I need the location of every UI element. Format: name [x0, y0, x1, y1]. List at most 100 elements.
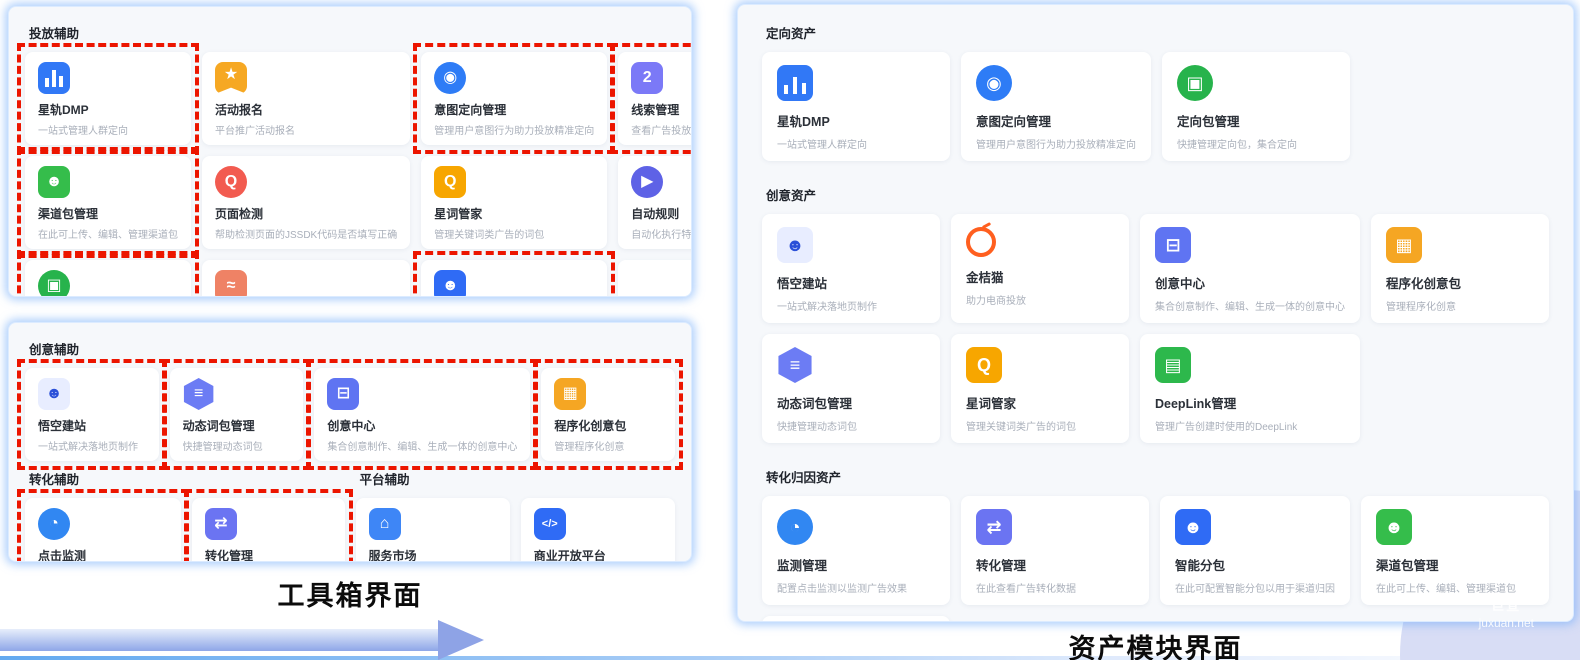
card-service-market[interactable]: ⌂服务市场在此探索更多产品	[355, 498, 510, 561]
card-title: 星轨DMP	[38, 103, 89, 117]
card-click-monitoring[interactable]: ◔点击监测配置点击监测以监测广告效果	[17, 489, 189, 562]
card-smart-packaging[interactable]: ☻智能分包在此可配置智能分包以用于渠道归因	[1160, 496, 1350, 605]
card-diagnosis[interactable]: ≈诊断诊断广告问题	[202, 260, 411, 296]
card-open-platform[interactable]: </>商业开放平台接入api带来更多可能	[520, 498, 675, 562]
hexagon-words-icon: ≡	[778, 347, 812, 383]
card-desc: 管理广告创建时使用的DeepLink	[1155, 422, 1298, 433]
tangerine-icon	[966, 227, 996, 257]
card-desc: 配置点击监测以监测广告效果	[777, 584, 907, 595]
card-title: 渠道包管理	[38, 207, 99, 221]
card-leads-management[interactable]: 2线索管理查看广告投放转化线索	[762, 616, 950, 621]
android-icon: ☻	[38, 166, 70, 198]
card-activity-signup[interactable]: ★活动报名平台推广活动报名	[202, 52, 411, 145]
card-title: 自动规则	[631, 207, 680, 221]
card-title: 悟空建站	[38, 419, 87, 433]
card-title: 渠道包管理	[1376, 559, 1439, 573]
card-desc: 一站式管理人群定向	[38, 126, 128, 137]
android-file-icon: ☻	[434, 270, 467, 296]
card-desc: 管理程序化创意	[1386, 302, 1456, 313]
toolbox-creative-panel: 创意辅助 ☻ 悟空建站一站式解决落地页制作 ≡动态词包管理快捷管理动态词包 ⊟ 创意中心…	[8, 322, 692, 562]
creative-tray-icon: ⊟	[327, 378, 360, 410]
section-title-targeting-assets: 定向资产	[766, 27, 817, 41]
card-title: 动态词包管理	[777, 397, 853, 411]
card-desc: 一站式解决落地页制作	[38, 442, 138, 453]
card-wukong-site-builder[interactable]: ☻悟空建站一站式解决落地页制作	[762, 214, 940, 323]
toolbox-caption: 工具箱界面	[277, 581, 423, 611]
card-title: 转化管理	[976, 559, 1027, 573]
card-channel-package[interactable]: ☻渠道包管理在此可上传、编辑、管理渠道包	[1361, 496, 1549, 605]
card-intent-targeting[interactable]: ◉意图定向管理管理用户意图行为助力投放精准定向	[961, 52, 1151, 161]
card-channel-package[interactable]: ☻渠道包管理在此可上传、编辑、管理渠道包	[17, 147, 199, 258]
card-title: 监测管理	[777, 559, 828, 573]
route-icon: 2	[631, 62, 664, 94]
card-leads-management[interactable]: 2 线索管理查看广告投放转化线索	[610, 43, 692, 154]
card-title: 商业开放平台	[533, 549, 606, 562]
card-programmatic-creative[interactable]: ▦程序化创意包管理程序化创意	[533, 359, 683, 470]
section-title-creative: 创意辅助	[29, 343, 80, 357]
card-title: 线索管理	[631, 103, 680, 117]
card-desc: 集合创意制作、编辑、生成一体的创意中心	[1155, 302, 1345, 313]
card-title: 创意中心	[327, 419, 376, 433]
section-title-conversion: 转化辅助	[29, 473, 80, 487]
monkey-icon: ☻	[777, 227, 813, 263]
card-desc: 快捷管理动态词包	[182, 442, 263, 453]
bottom-border-line	[0, 656, 1580, 660]
card-dynamic-wordpack[interactable]: ≡动态词包管理快捷管理动态词包	[161, 359, 311, 470]
card-title: 动态词包管理	[182, 419, 255, 433]
card-desc: 管理关键词类广告的词包	[966, 422, 1076, 433]
card-title: 点击监测	[38, 549, 87, 562]
card-programmatic-creative[interactable]: ▦程序化创意包管理程序化创意	[1371, 214, 1549, 323]
card-desc: 快捷管理定向包，集合定向	[1177, 140, 1297, 151]
target-icon: ◉	[434, 62, 467, 94]
card-star-word-manager[interactable]: Q 星词管家管理关键词类广告的词包	[951, 334, 1129, 443]
card-desc: 助力电商投放	[966, 296, 1026, 307]
card-desc: 管理程序化创意	[554, 442, 625, 453]
card-title: 活动报名	[215, 103, 264, 117]
card-jinjumao[interactable]: 金桔猫助力电商投放	[951, 214, 1129, 323]
card-title: 星词管家	[966, 397, 1017, 411]
search-icon: Q	[966, 347, 1002, 383]
monkey-icon: ☻	[38, 378, 70, 410]
card-monitoring-management[interactable]: ◔监测管理配置点击监测以监测广告效果	[762, 496, 950, 605]
gauge-icon: ◔	[38, 508, 70, 540]
card-desc: 在此可配置智能分包以用于渠道归因	[1175, 584, 1335, 595]
card-conversion-management[interactable]: ⇄转化管理在此查看广告转化数据	[961, 496, 1149, 605]
creative-assets-grid: ☻悟空建站一站式解决落地页制作金桔猫助力电商投放⊟创意中心集合创意制作、编辑、生…	[762, 214, 1549, 443]
card-star-track-dmp[interactable]: 星轨DMP 一站式管理人群定向	[17, 43, 199, 154]
card-title: 星轨DMP	[777, 115, 830, 129]
watermark-brand: 巨宣	[1491, 598, 1522, 613]
creative-tray-icon: ⊟	[1155, 227, 1191, 263]
card-title: 定向包管理	[1177, 115, 1240, 129]
card-auto-rules[interactable]: ▶自动规则自动化执行特定操作，助力投放效率	[618, 156, 691, 249]
card-desc: 管理关键词类广告的词包	[434, 230, 545, 241]
card-dynamic-wordpack[interactable]: ≡动态词包管理快捷管理动态词包	[762, 334, 940, 443]
card-title: 意图定向管理	[976, 115, 1052, 129]
platform-half: 平台辅助 ⌂服务市场在此探索更多产品</>商业开放平台接入api带来更多可能	[355, 463, 675, 562]
section-title-platform: 平台辅助	[359, 473, 410, 487]
card-desc: 集合创意制作、编辑、生成一体的创意中心	[327, 442, 518, 453]
sync-arrows-icon: ⇄	[976, 509, 1012, 545]
empty-card	[618, 260, 691, 296]
bar-chart-icon	[777, 65, 813, 101]
sync-arrows-icon: ⇄	[205, 508, 237, 540]
card-targeting-package[interactable]: ▣定向包管理快捷管理定向包，集合定向	[1162, 52, 1350, 161]
card-intent-targeting[interactable]: ◉意图定向管理管理用户意图行为助力投放精准定向	[413, 43, 616, 154]
attribution-assets-grid: ◔监测管理配置点击监测以监测广告效果⇄转化管理在此查看广告转化数据☻智能分包在此…	[762, 496, 1549, 621]
card-desc: 查看广告投放转化线索	[631, 126, 692, 137]
card-creative-center[interactable]: ⊟ 创意中心集合创意制作、编辑、生成一体的创意中心	[306, 359, 539, 470]
card-creative-center[interactable]: ⊟创意中心集合创意制作、编辑、生成一体的创意中心	[1140, 214, 1360, 323]
card-desc: 帮助检测页面的JSSDK代码是否填写正确	[215, 230, 398, 241]
card-title: 转化管理	[205, 549, 254, 562]
card-wukong-site-builder[interactable]: ☻ 悟空建站一站式解决落地页制作	[17, 359, 167, 470]
play-loop-icon: ▶	[631, 166, 664, 198]
card-deeplink-management[interactable]: ▤DeepLink管理管理广告创建时使用的DeepLink	[1140, 334, 1360, 443]
